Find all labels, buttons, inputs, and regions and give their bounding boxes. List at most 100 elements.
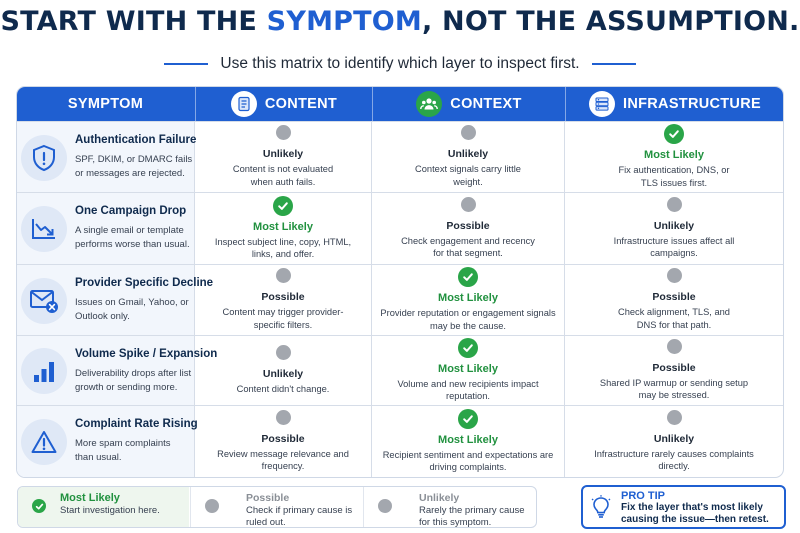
header-symptom-label: SYMPTOM	[67, 96, 144, 112]
matrix-header: SYMPTOM CONTENT CONTEXT INFRASTRUCTURE	[17, 87, 783, 121]
bar-chart-icon	[21, 348, 67, 394]
check-icon	[273, 195, 293, 216]
rating-desc: Infrastructure issues affect all campaig…	[613, 235, 735, 259]
row-complaint-rate-rising: Complaint Rate Rising More spam complain…	[17, 405, 783, 477]
warning-triangle-icon	[21, 419, 67, 465]
legend-desc: Rarely the primary cause for this sympto…	[419, 505, 525, 528]
context-cell: Most Likely Provider reputation or engag…	[372, 265, 565, 336]
symptom-matrix: SYMPTOM CONTENT CONTEXT INFRASTRUCTURE	[16, 86, 784, 478]
rating-desc: Content may trigger provider-specific fi…	[222, 307, 344, 330]
symptom-desc: More spam complaints than usual.	[75, 438, 171, 463]
shield-alert-icon	[21, 134, 67, 181]
rating-label: Possible	[261, 291, 305, 303]
symptom-desc: Issues on Gmail, Yahoo, or Outlook only.	[75, 297, 189, 322]
symptom-desc: SPF, DKIM, or DMARC fails or messages ar…	[75, 154, 193, 179]
title-part2: , NOT THE ASSUMPTION.	[421, 6, 800, 37]
check-icon	[458, 408, 478, 429]
rating-desc: Check engagement and recency for that se…	[401, 235, 535, 259]
legend-title: Most Likely	[60, 492, 120, 504]
rating-label: Most Likely	[438, 362, 498, 375]
legend-title: Possible	[246, 492, 290, 504]
context-cell: Most Likely Recipient sentiment and expe…	[372, 406, 565, 477]
rating-desc: Review message relevance and frequency.	[217, 448, 349, 472]
unlikely-dot-icon	[666, 409, 682, 425]
symptom-title: Authentication Failure	[75, 134, 197, 146]
content-cell: Unlikely Content didn't change.	[195, 336, 372, 406]
rating-label: Possible	[652, 361, 696, 374]
subtitle: Use this matrix to identify which layer …	[220, 55, 580, 72]
unlikely-dot-icon	[460, 125, 476, 140]
content-cell: Unlikely Content is not evaluated when a…	[195, 122, 372, 193]
lightbulb-icon	[591, 495, 611, 524]
rating-desc: Content didn't change.	[236, 383, 330, 394]
header-infrastructure-label: INFRASTRUCTURE	[623, 96, 761, 112]
check-icon	[458, 267, 478, 287]
rating-desc: Shared IP warmup or sending setup may be…	[599, 377, 749, 401]
subtitle-row: Use this matrix to identify which layer …	[0, 54, 800, 74]
rating-label: Unlikely	[653, 432, 695, 445]
infrastructure-cell: Possible Shared IP warmup or sending set…	[565, 336, 783, 406]
infrastructure-cell: Possible Check alignment, TLS, and DNS f…	[565, 265, 783, 336]
symptom-cell: One Campaign Drop A single email or temp…	[17, 193, 195, 265]
subtitle-line-right	[591, 63, 636, 65]
legend-possible: Possible Check if primary cause is ruled…	[190, 487, 364, 527]
context-cell: Possible Check engagement and recency fo…	[372, 193, 565, 265]
rating-desc: Fix authentication, DNS, or TLS issues f…	[618, 165, 730, 188]
symptom-title: Provider Specific Decline	[75, 277, 214, 289]
header-infrastructure: INFRASTRUCTURE	[565, 87, 783, 121]
rating-label: Most Likely	[438, 292, 498, 304]
row-provider-specific-decline: Provider Specific Decline Issues on Gmai…	[17, 264, 783, 336]
row-authentication-failure: Authentication Failure SPF, DKIM, or DMA…	[17, 121, 783, 193]
content-cell: Possible Content may trigger provider-sp…	[195, 265, 372, 336]
row-volume-spike-expansion: Volume Spike / Expansion Deliverability …	[17, 335, 783, 406]
people-icon	[416, 91, 443, 117]
legend-desc: Check if primary cause is ruled out.	[246, 505, 353, 528]
subtitle-line-left	[164, 63, 209, 65]
rating-desc: Content is not evaluated when auth fails…	[232, 164, 334, 187]
pro-tip: PRO TIP Fix the layer that's most likely…	[581, 485, 786, 529]
header-symptom: SYMPTOM	[17, 87, 194, 121]
unlikely-dot-icon	[275, 344, 291, 360]
rating-desc: Check alignment, TLS, and DNS for that p…	[618, 307, 730, 330]
rating-label: Most Likely	[253, 220, 313, 233]
possible-dot-icon	[275, 409, 291, 425]
pro-tip-desc: Fix the layer that's most likely causing…	[621, 502, 769, 525]
check-icon	[458, 337, 478, 358]
legend: Most Likely Start investigation here. Po…	[17, 486, 537, 528]
page-title: START WITH THE SYMPTOM, NOT THE ASSUMPTI…	[0, 6, 800, 37]
symptom-title: Complaint Rate Rising	[75, 418, 198, 430]
header-context-label: CONTEXT	[450, 96, 522, 112]
rating-desc: Volume and new recipients impact reputat…	[397, 378, 539, 402]
rating-label: Unlikely	[447, 148, 489, 160]
possible-dot-icon	[205, 499, 219, 513]
content-cell: Possible Review message relevance and fr…	[195, 406, 372, 477]
rating-label: Possible	[261, 432, 305, 445]
legend-title: Unlikely	[419, 492, 460, 504]
rating-label: Possible	[446, 219, 490, 232]
header-content-label: CONTENT	[264, 96, 338, 112]
rating-label: Unlikely	[262, 148, 304, 160]
document-icon	[230, 91, 257, 117]
symptom-desc: A single email or template performs wors…	[75, 225, 190, 250]
legend-unlikely: Unlikely Rarely the primary cause for th…	[363, 487, 536, 528]
possible-dot-icon	[275, 268, 291, 283]
possible-dot-icon	[460, 196, 476, 212]
rating-label: Most Likely	[644, 149, 704, 161]
possible-dot-icon	[666, 268, 682, 283]
rating-label: Unlikely	[262, 367, 304, 380]
symptom-cell: Complaint Rate Rising More spam complain…	[17, 406, 198, 477]
symptom-cell: Provider Specific Decline Issues on Gmai…	[17, 265, 214, 336]
content-cell: Most Likely Inspect subject line, copy, …	[195, 193, 372, 265]
check-icon	[32, 499, 46, 513]
header-content: CONTENT	[195, 87, 372, 121]
unlikely-dot-icon	[275, 125, 291, 140]
infrastructure-cell: Unlikely Infrastructure rarely causes co…	[565, 406, 783, 477]
symptom-cell: Volume Spike / Expansion Deliverability …	[17, 336, 217, 406]
symptom-title: One Campaign Drop	[75, 205, 187, 217]
rating-desc: Inspect subject line, copy, HTML, links,…	[214, 236, 352, 260]
rating-label: Possible	[652, 291, 696, 303]
trend-down-icon	[21, 206, 67, 252]
title-accent: SYMPTOM	[266, 6, 422, 37]
title-part1: START WITH THE	[0, 6, 267, 37]
infrastructure-cell: Unlikely Infrastructure issues affect al…	[565, 193, 783, 265]
